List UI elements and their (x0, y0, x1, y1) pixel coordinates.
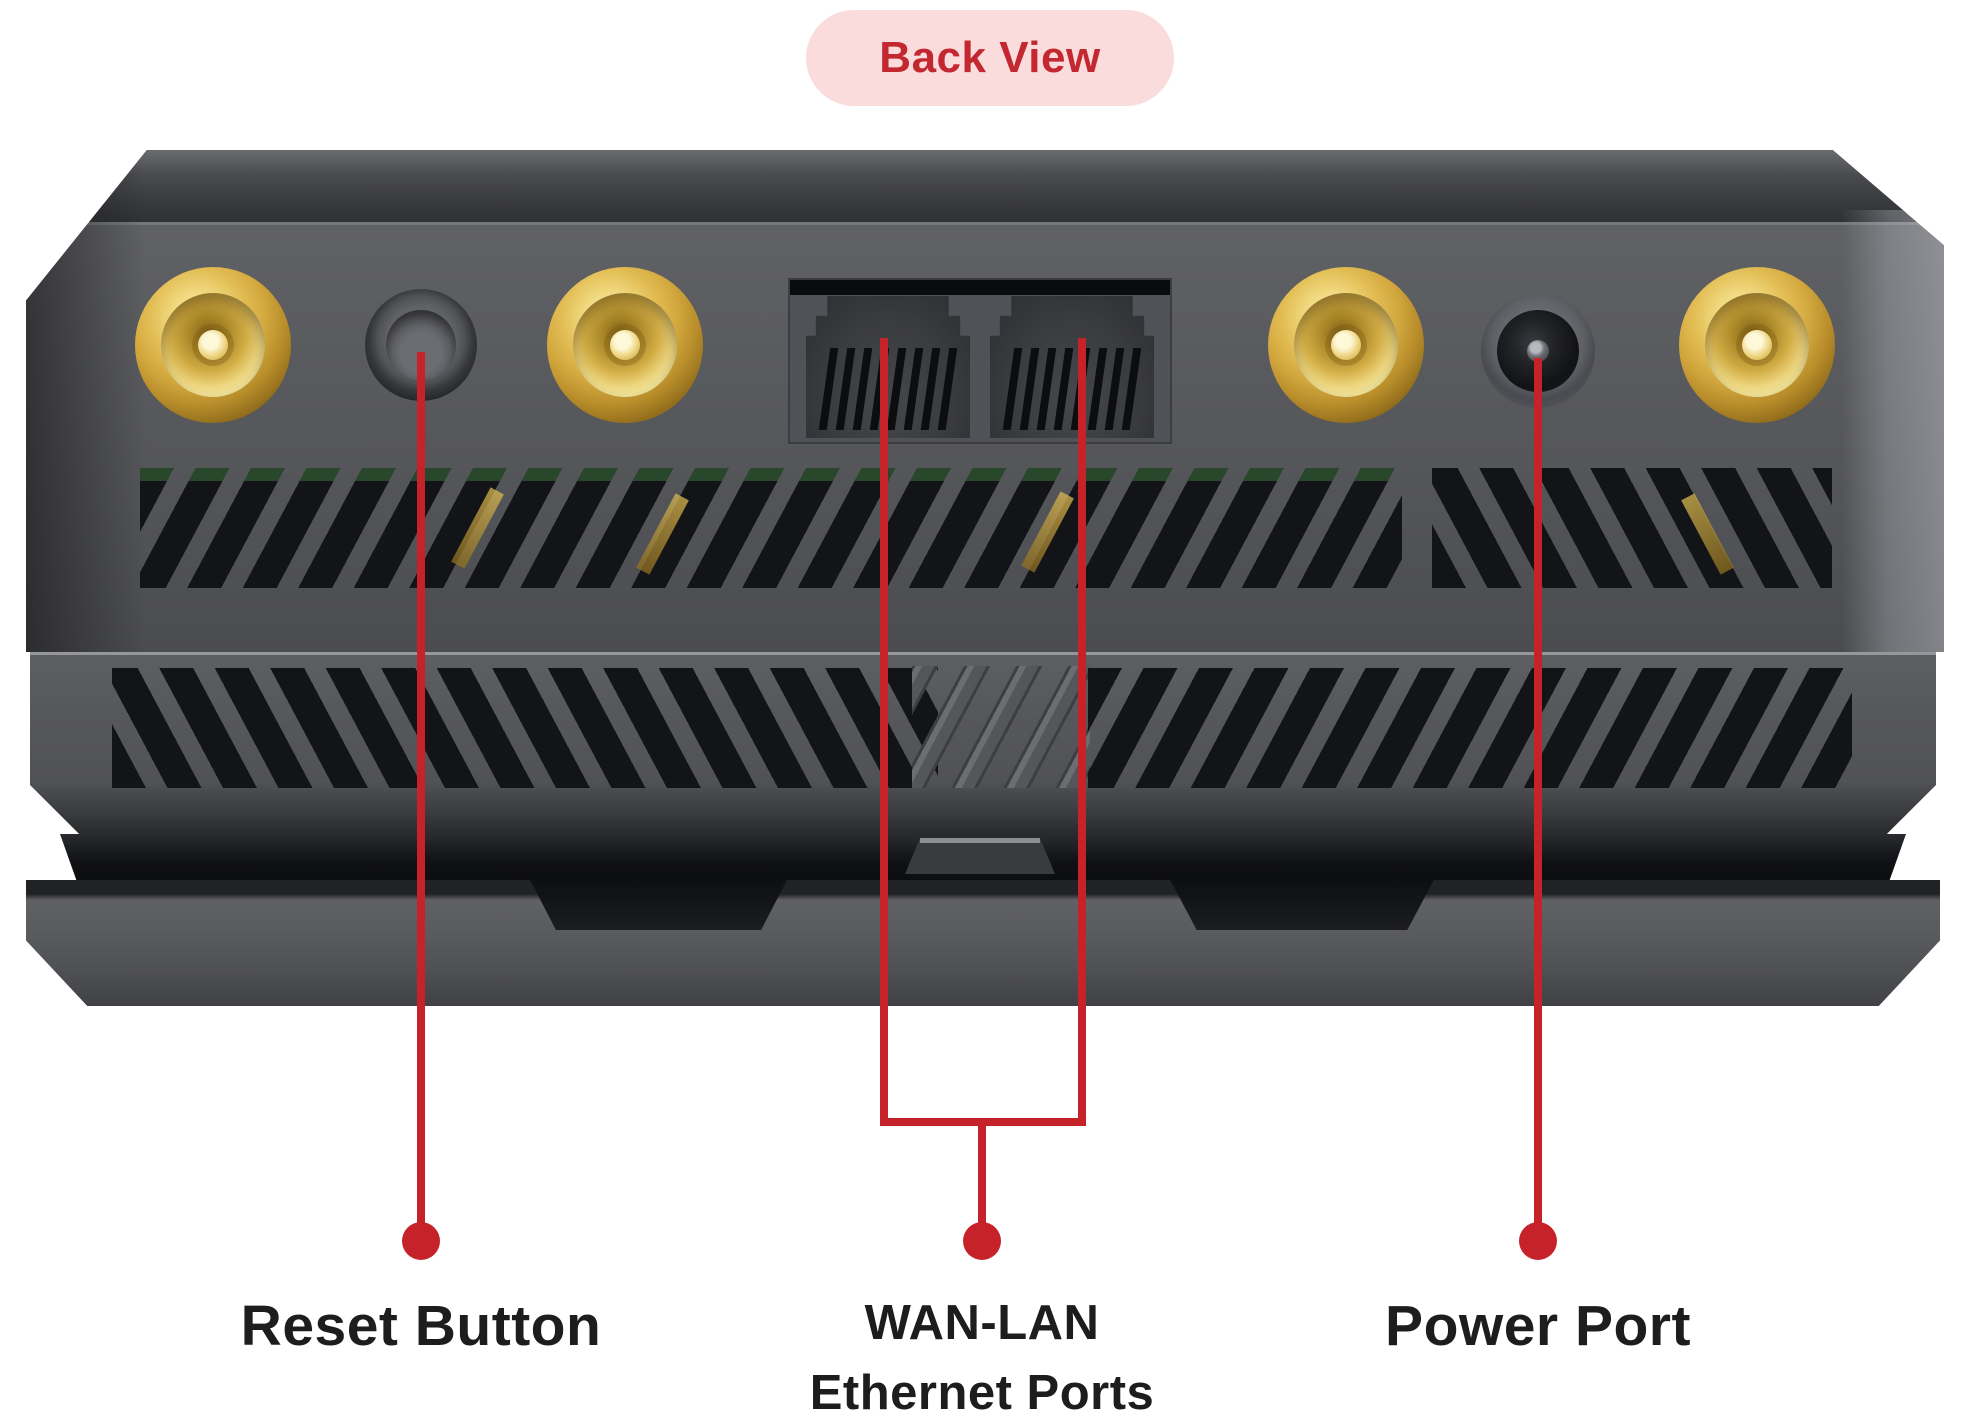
device-chassis-upper (26, 150, 1944, 652)
view-badge-label: Back View (879, 33, 1101, 82)
antenna-pin (1742, 330, 1772, 360)
view-badge: Back View (806, 10, 1174, 106)
ethernet-top-slit (790, 280, 1170, 295)
chassis-top-face (26, 150, 1944, 222)
antenna-pin (1331, 330, 1361, 360)
rj45-pins (1002, 348, 1142, 430)
vent-grille-upper-left (140, 468, 1402, 588)
ethernet-label-line2: Ethernet Ports (809, 1366, 1155, 1420)
power-jack-pin (1527, 340, 1549, 362)
reset-button-label: Reset Button (240, 1294, 602, 1358)
mount-tab (905, 838, 1055, 874)
power-callout-dot (1519, 1222, 1557, 1260)
vent-grille-lower-right (1088, 668, 1852, 788)
chassis-top-edge (26, 222, 1944, 225)
power-port (1481, 294, 1595, 408)
antenna-pin (198, 330, 228, 360)
base-notch-left (527, 874, 790, 930)
vent-grille-lower-left (112, 668, 938, 788)
antenna-pin (610, 330, 640, 360)
rj45-pins (818, 348, 958, 430)
chassis-right-side (1842, 210, 1944, 652)
vent-pcb-glimpse (140, 468, 1402, 481)
power-callout-line (1534, 358, 1542, 1224)
reset-callout-line (417, 352, 425, 1224)
wan-callout-line (880, 338, 888, 1126)
power-port-label: Power Port (1385, 1294, 1691, 1358)
ethernet-label-line1: WAN-LAN (864, 1296, 1100, 1350)
wan-ethernet-port (806, 296, 970, 438)
antenna-connector-1-icon (135, 267, 291, 423)
base-notch-right (1167, 874, 1437, 930)
ethernet-callout-stem (978, 1122, 986, 1224)
lan-callout-line (1078, 338, 1086, 1126)
vent-grille-upper-right (1432, 468, 1832, 588)
vent-center-ribs (912, 666, 1090, 788)
antenna-connector-4-icon (1679, 267, 1835, 423)
lan-ethernet-port (990, 296, 1154, 438)
reset-callout-dot (402, 1222, 440, 1260)
ethernet-callout-dot (963, 1222, 1001, 1260)
mount-base (26, 880, 1940, 1006)
antenna-connector-3-icon (1268, 267, 1424, 423)
antenna-connector-2-icon (547, 267, 703, 423)
chassis-left-side (26, 150, 146, 652)
ethernet-ports-label: WAN-LAN Ethernet Ports (682, 1288, 1282, 1423)
ethernet-port-block (790, 280, 1170, 442)
